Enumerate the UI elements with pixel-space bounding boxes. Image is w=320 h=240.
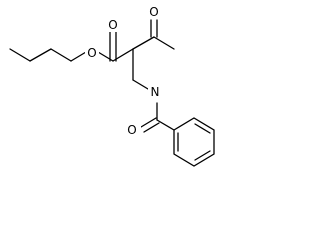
ketone-o-bg <box>147 5 161 19</box>
molecule-structure: O O O N O <box>9 5 215 167</box>
amide-o-label: O <box>127 123 136 137</box>
bond-butyl-2 <box>29 48 52 62</box>
bond-butyl-3 <box>50 48 72 62</box>
bond-butyl-1 <box>9 48 31 62</box>
ester-o2-bg <box>106 18 120 32</box>
bond-camide-ring <box>156 119 175 131</box>
bond-ester-c-calpha <box>112 48 134 62</box>
bond-amide-carbonyl-2 <box>143 122 160 133</box>
ring-double-bond-2 <box>194 150 211 161</box>
bond-calpha-cketo <box>132 36 155 50</box>
amide-o-bg <box>124 122 141 137</box>
bond-butyl-4 <box>70 51 87 62</box>
ring-double-bond-1 <box>194 123 211 134</box>
amide-n-label: N <box>151 85 160 99</box>
bond-ester-o-c <box>97 51 114 62</box>
ester-o1-label: O <box>87 46 96 60</box>
ketone-o-label: O <box>149 5 158 19</box>
bond-amide-carbonyl-1 <box>140 117 157 128</box>
ester-o2-label: O <box>108 18 117 32</box>
benzene-ring <box>173 117 215 167</box>
amide-n-bg <box>148 84 163 100</box>
bond-keto-methyl <box>153 36 175 50</box>
bond-ch2-n <box>132 79 149 90</box>
ester-o1-bg <box>85 46 99 60</box>
